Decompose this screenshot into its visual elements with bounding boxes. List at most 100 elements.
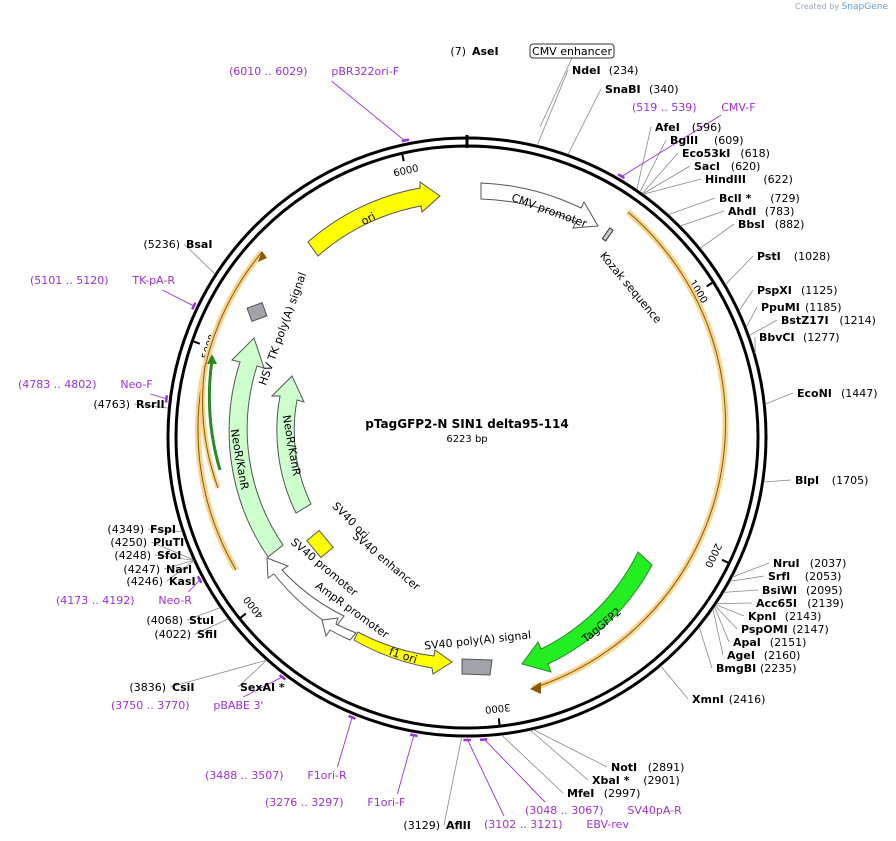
enzyme-name: PspOMI xyxy=(741,623,788,636)
kozak-sequence-label: Kozak sequence xyxy=(597,250,664,327)
cmv-enhancer-box xyxy=(529,43,615,59)
enzyme-position: (1125) xyxy=(801,284,838,297)
primer-site: (4783 .. 4802) Neo-F xyxy=(18,378,153,391)
primer-leader xyxy=(331,80,406,142)
enzyme-site: BclI *(729) xyxy=(719,192,800,205)
primer-name: SV40pA-R xyxy=(627,804,682,817)
sv40-ori-label: SV40 ori xyxy=(330,500,372,542)
enzyme-leader xyxy=(641,152,679,194)
ruler-label-2000: 2000 xyxy=(702,541,723,569)
enzyme-site: AgeI(2160) xyxy=(727,649,800,662)
enzyme-name: NdeI xyxy=(572,64,601,77)
cmv-enhancer-label: CMV enhancer xyxy=(532,45,612,58)
enzyme-name: BbvCI xyxy=(759,331,795,344)
enzyme-site: (5236)BsaI xyxy=(143,238,212,251)
enzyme-name: XmnI xyxy=(692,693,724,706)
neo-green-arrowhead xyxy=(207,354,217,364)
enzyme-leader xyxy=(530,729,589,781)
enzyme-leader xyxy=(732,562,770,578)
primer-leader xyxy=(188,578,201,593)
primer-labels: (6010 .. 6029)pBR322ori-F(519 .. 539)CMV… xyxy=(18,65,756,831)
neo-green-line xyxy=(207,359,222,471)
enzyme-site: ApaI(2151) xyxy=(733,636,806,649)
enzyme-name: PspXI xyxy=(757,284,792,297)
primer-name: Neo-F xyxy=(120,378,152,391)
primer-site: (4173 .. 4192)Neo-R xyxy=(56,594,192,607)
enzyme-position: (1277) xyxy=(803,331,840,344)
enzyme-name: AseI xyxy=(472,45,499,58)
enzyme-leader xyxy=(763,479,792,483)
primer-binding-mark xyxy=(164,395,169,403)
ruler-label-3000: 3000 xyxy=(484,701,511,715)
sv40-promoter-arrow xyxy=(266,557,345,629)
enzyme-name: PluTI xyxy=(153,536,184,549)
enzyme-position: (2139) xyxy=(807,597,844,610)
cmv-promoter-arrow xyxy=(480,182,599,229)
enzyme-position: (4022) xyxy=(154,628,191,641)
enzyme-name: StuI xyxy=(189,614,214,627)
enzyme-site: HindIII(622) xyxy=(705,173,793,186)
enzyme-site: (4022) SfiI xyxy=(154,628,217,641)
enzyme-site: KpnI(2143) xyxy=(748,610,821,623)
enzyme-name: FspI xyxy=(150,523,176,536)
enzyme-leader xyxy=(163,560,194,570)
enzyme-site: PspXI (1125) xyxy=(757,284,838,297)
primer-leader xyxy=(466,738,505,817)
enzyme-name: SfiI xyxy=(197,628,217,641)
enzyme-leader xyxy=(725,255,754,285)
primer-range: (4783 .. 4802) xyxy=(18,378,97,391)
tagggfp2-orf-arc-line xyxy=(532,211,726,689)
primer-binding-mark xyxy=(278,674,287,681)
enzyme-leader xyxy=(183,243,216,275)
enzyme-position: (2997) xyxy=(604,787,641,800)
primer-leader xyxy=(162,289,195,307)
enzyme-name: AfeI xyxy=(655,121,680,134)
primer-binding-mark xyxy=(196,575,203,584)
enzyme-leader xyxy=(660,665,689,700)
enzyme-leader xyxy=(533,729,608,768)
enzyme-position: (783) xyxy=(765,205,795,218)
enzyme-name: PpuMI xyxy=(761,301,800,314)
enzyme-name: BlpI xyxy=(795,474,819,487)
enzyme-name: AflII xyxy=(446,819,471,832)
enzyme-leader xyxy=(639,139,667,193)
enzyme-name: XbaI * xyxy=(592,774,630,787)
enzyme-leader xyxy=(150,541,194,561)
plasmid-name: pTagGFP2-N SIN1 delta95-114 xyxy=(365,417,568,431)
sv40-ori-box xyxy=(306,529,334,559)
enzyme-site: MfeI(2997) xyxy=(567,787,640,800)
primer-name: EBV-rev xyxy=(586,818,629,831)
enzyme-position: (4763) xyxy=(93,398,130,411)
feature-arrows xyxy=(194,181,729,694)
enzyme-site: PspOMI(2147) xyxy=(741,623,829,636)
enzyme-position: (4247) xyxy=(123,563,160,576)
enzyme-name: BglII xyxy=(670,134,698,147)
ruler-label-4000: 4000 xyxy=(242,594,266,621)
enzyme-position: (1185) xyxy=(805,301,842,314)
enzyme-site: BbsI(882) xyxy=(738,218,804,231)
primer-range: (3488 .. 3507) xyxy=(205,769,284,782)
enzyme-position: (2901) xyxy=(643,774,680,787)
sv40-polya-label: SV40 poly(A) signal xyxy=(424,628,532,652)
ruler-label-6000: 6000 xyxy=(393,163,420,179)
enzyme-position: (729) xyxy=(770,192,800,205)
neor-kanr-arrow-inner xyxy=(270,375,312,514)
enzyme-site: (4246)KasI xyxy=(126,575,195,588)
primer-range: (519 .. 539) xyxy=(632,101,697,114)
enzyme-leader xyxy=(642,165,691,195)
enzyme-name: KpnI xyxy=(748,610,776,623)
cmv-enhancer-leader xyxy=(539,57,573,128)
plasmid-size: 6223 bp xyxy=(446,434,487,445)
ori-arrow xyxy=(307,181,441,257)
primer-binding-mark xyxy=(401,138,410,143)
enzyme-leader xyxy=(536,69,569,146)
enzyme-site: BglII(609) xyxy=(670,134,744,147)
primer-range: (3276 .. 3297) xyxy=(265,796,344,809)
enzyme-position: (340) xyxy=(649,83,679,96)
enzyme-name: SnaBI xyxy=(605,83,641,96)
enzyme-name: SacI xyxy=(694,160,720,173)
enzyme-position: (4349) xyxy=(107,523,144,536)
primer-leader xyxy=(243,676,284,698)
enzyme-name: BsaI xyxy=(186,238,212,251)
enzyme-leader xyxy=(723,589,759,593)
